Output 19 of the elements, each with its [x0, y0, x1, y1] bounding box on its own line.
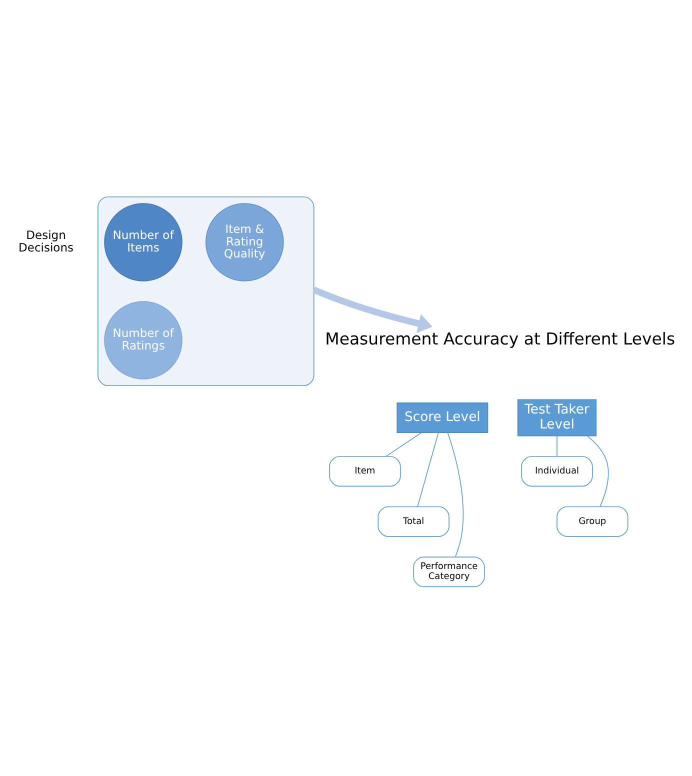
node-text: Measurement Accuracy at Different Levels [325, 328, 676, 348]
node-circle: Number of Items [104, 202, 182, 281]
node-box: Score Level [396, 402, 488, 432]
node-box: Performance Category [413, 556, 485, 587]
node-box: Group [556, 506, 628, 536]
label: Design Decisions [18, 228, 74, 254]
node-box: Total [378, 506, 450, 536]
connector [417, 432, 439, 507]
connector [587, 435, 609, 506]
node-box: Test Taker Level [517, 398, 597, 436]
cluster [98, 196, 314, 386]
node-box: Individual [521, 456, 593, 486]
node-box: Item [329, 456, 401, 486]
node-circle: Item & Rating Quality [205, 202, 284, 281]
node-circle: Number of Ratings [104, 300, 182, 379]
connector [556, 435, 558, 456]
connector [447, 432, 464, 557]
arrow [312, 286, 432, 333]
connector [386, 432, 422, 456]
